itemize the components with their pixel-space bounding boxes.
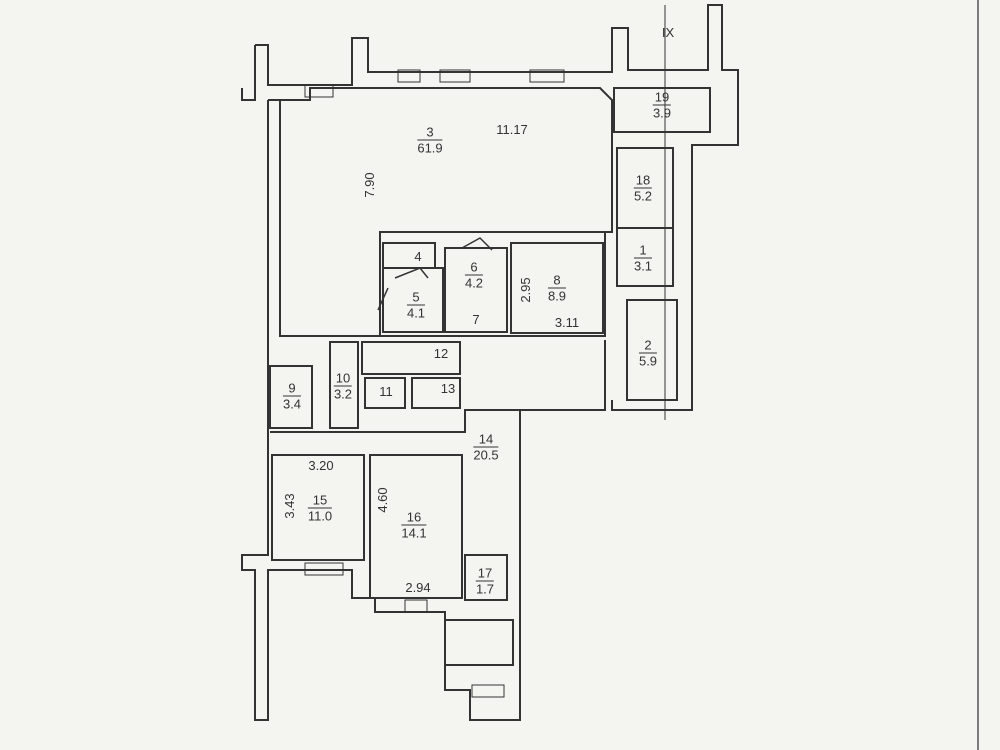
axis-label: IX xyxy=(661,25,675,40)
room-4-label: 4 xyxy=(414,249,422,264)
dimension-2-95: 2.95 xyxy=(518,277,533,303)
dimension-3-20: 3.20 xyxy=(308,458,334,473)
room-7-label: 7 xyxy=(472,312,480,327)
dimension-3-11: 3.11 xyxy=(554,315,580,330)
room-13-label: 13 xyxy=(440,381,456,396)
dimension-2-94: 2.94 xyxy=(405,580,431,595)
dimension-11-17: 11.17 xyxy=(496,122,528,137)
dimension-4-60: 4.60 xyxy=(375,487,390,513)
dimension-3-43: 3.43 xyxy=(282,493,297,519)
dimension-7-90: 7.90 xyxy=(362,172,377,198)
room-11-label: 11 xyxy=(379,384,393,399)
room-12-label: 12 xyxy=(433,346,449,361)
